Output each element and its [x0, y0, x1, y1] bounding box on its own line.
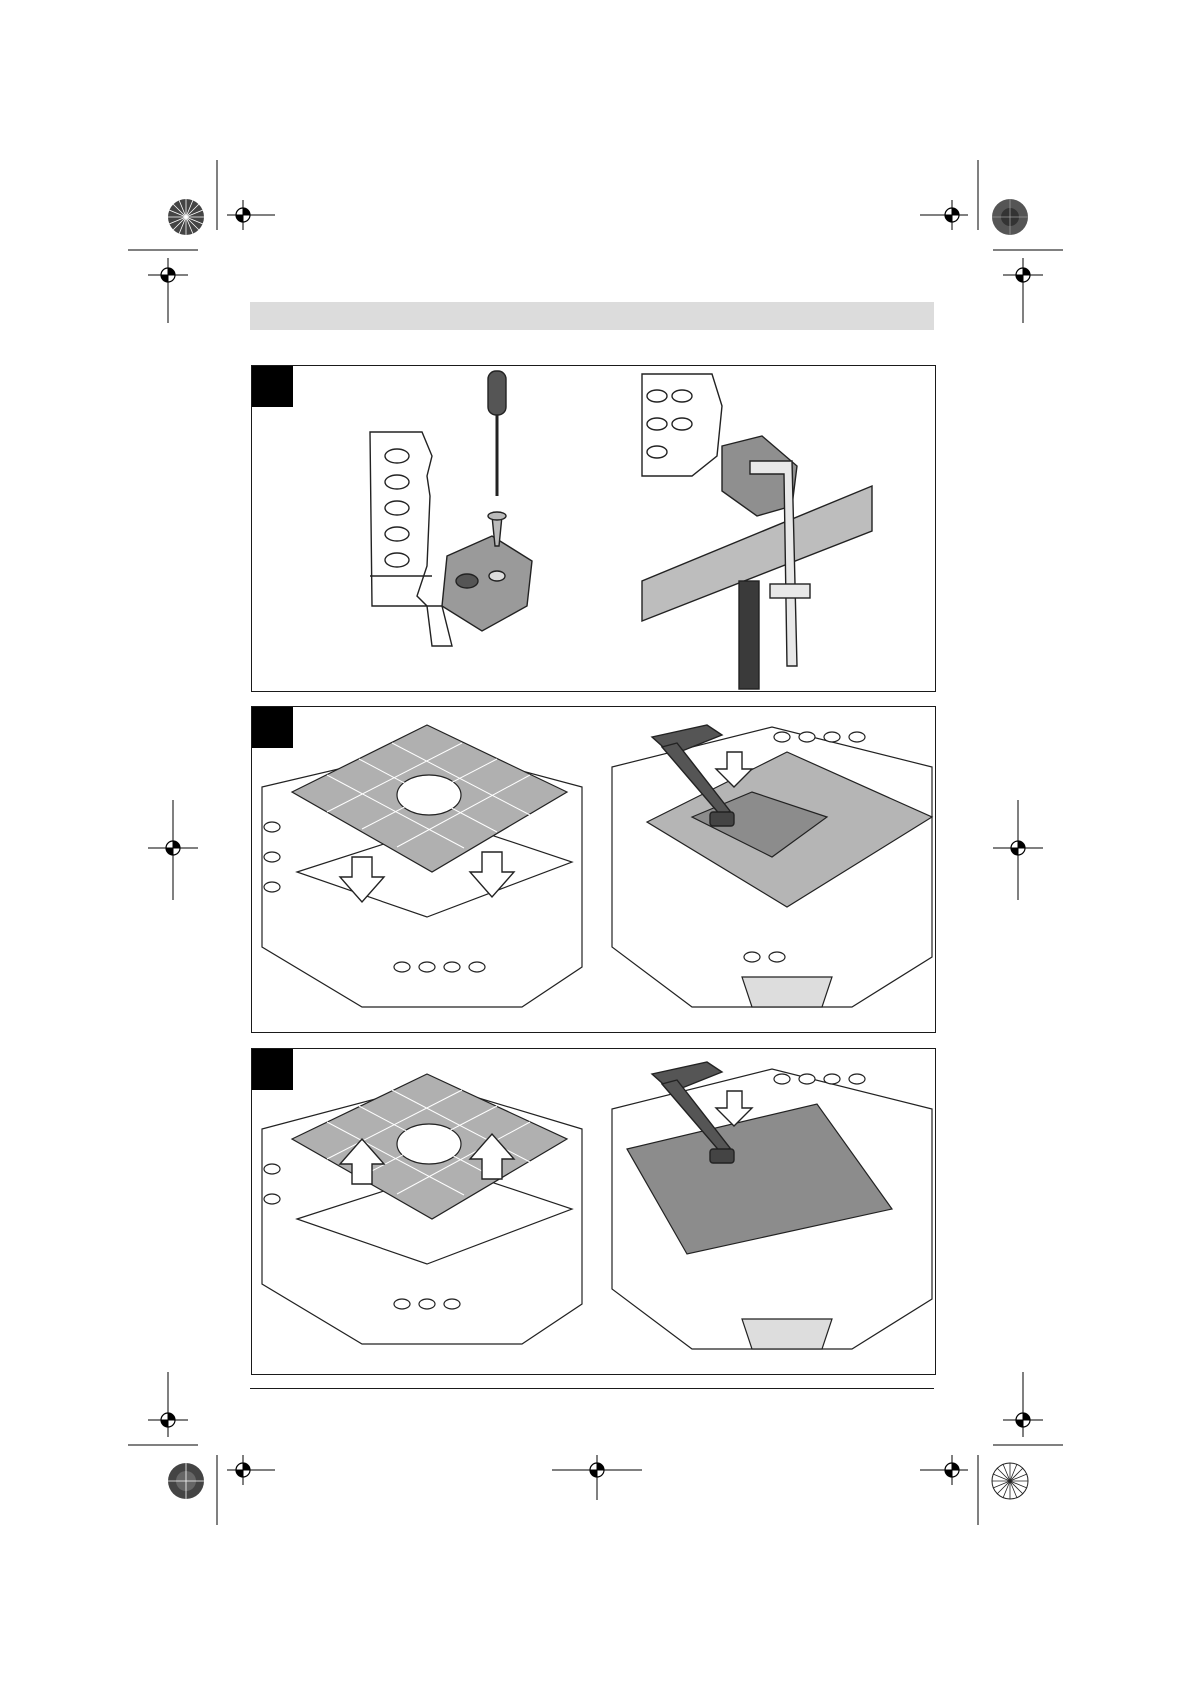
registration-crosshair-icon	[552, 1455, 642, 1525]
registration-crosshair-icon	[128, 1372, 198, 1447]
color-target-icon	[165, 1460, 207, 1502]
registration-crosshair-icon	[993, 1372, 1063, 1447]
registration-crosshair-icon	[920, 1455, 980, 1525]
registration-crosshair-icon	[148, 800, 198, 900]
registration-crosshair-icon	[993, 800, 1043, 900]
color-target-icon	[989, 196, 1031, 238]
bench-rail-left	[370, 432, 452, 646]
registration-crosshair-icon	[993, 248, 1063, 323]
registration-crosshair-icon	[128, 248, 198, 323]
figure-2-panel	[251, 706, 936, 1033]
corner-bracket	[442, 536, 532, 631]
screwdriver	[488, 371, 506, 546]
figure-1-illustration	[252, 366, 935, 690]
bench-rail-right	[642, 374, 722, 476]
figure-1-panel	[251, 365, 936, 692]
figure-3-panel	[251, 1048, 936, 1375]
figure-2-illustration	[252, 707, 935, 1031]
figure-3-illustration	[252, 1049, 935, 1373]
registration-crosshair-icon	[215, 1455, 275, 1525]
color-target-icon	[989, 1460, 1031, 1502]
header-band	[250, 302, 934, 330]
registration-crosshair-icon	[215, 160, 275, 230]
registration-crosshair-icon	[920, 160, 980, 230]
color-target-icon	[165, 196, 207, 238]
footer-rule	[250, 1388, 934, 1389]
